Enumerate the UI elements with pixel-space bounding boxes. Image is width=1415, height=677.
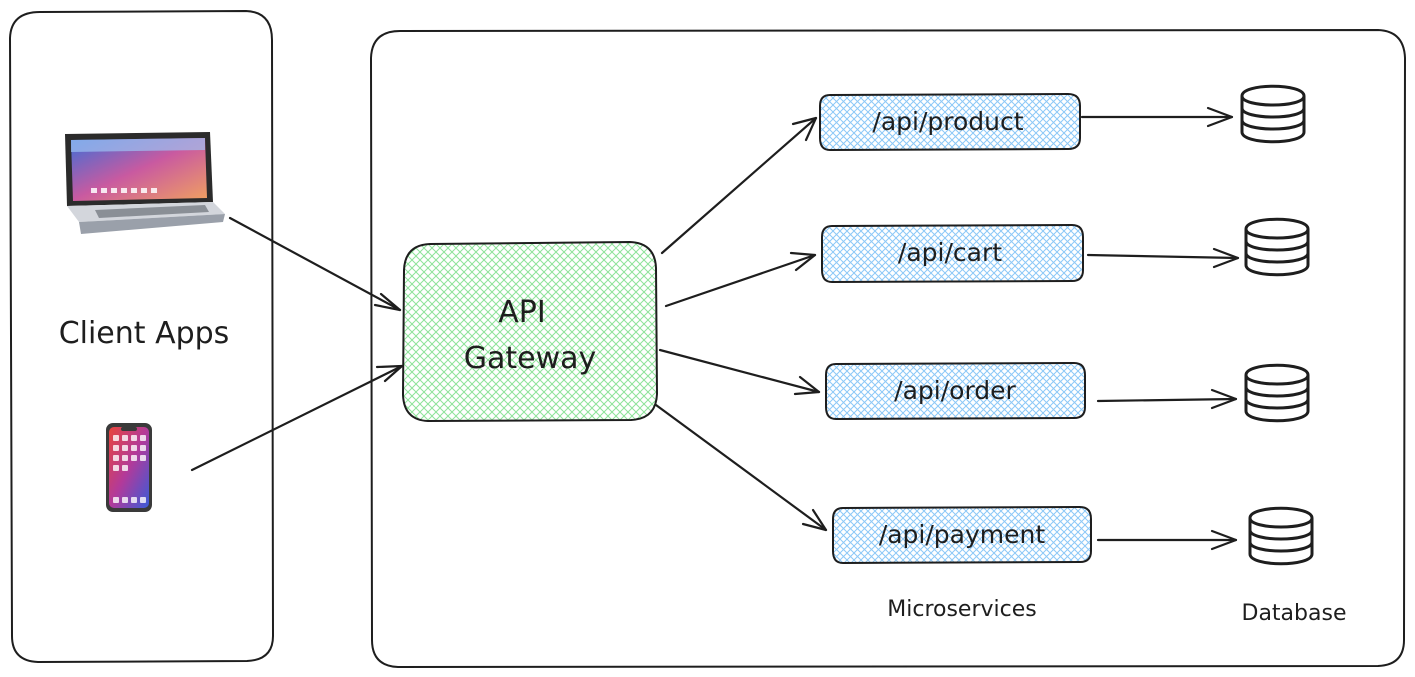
- service-box-order: /api/order: [825, 361, 1086, 421]
- database-icon-product: [1240, 84, 1306, 144]
- service-label-order: /api/order: [894, 376, 1016, 405]
- backend-panel: [369, 28, 1407, 669]
- database-icon-payment: [1248, 506, 1314, 566]
- arrow-gateway-to-cart: [664, 251, 817, 308]
- api-gateway-label-line1: API: [498, 295, 545, 330]
- arrow-gateway-to-payment: [654, 403, 828, 532]
- arrow-gateway-to-order: [658, 348, 821, 396]
- database-caption: Database: [1242, 601, 1347, 626]
- api-gateway-box: API Gateway: [401, 240, 659, 423]
- laptop-icon: [65, 132, 225, 234]
- service-box-product: /api/product: [819, 92, 1081, 152]
- phone-icon: [106, 423, 152, 512]
- arrow-cart-to-db: [1086, 247, 1240, 269]
- service-label-payment: /api/payment: [879, 520, 1046, 549]
- arrow-payment-to-db: [1096, 529, 1238, 551]
- service-box-cart: /api/cart: [821, 223, 1084, 284]
- client-apps-label: Client Apps: [59, 316, 230, 351]
- service-label-product: /api/product: [872, 107, 1023, 136]
- service-box-payment: /api/payment: [832, 505, 1092, 565]
- microservices-caption: Microservices: [887, 597, 1036, 622]
- api-gateway-label-line2: Gateway: [464, 341, 597, 376]
- arrow-product-to-db: [1080, 106, 1234, 128]
- service-label-cart: /api/cart: [898, 238, 1002, 267]
- arrow-laptop-to-gateway: [228, 216, 402, 312]
- database-icon-cart: [1244, 217, 1310, 277]
- arrow-gateway-to-product: [660, 116, 818, 255]
- database-icon-order: [1244, 363, 1310, 423]
- arrow-phone-to-gateway: [190, 364, 404, 472]
- client-apps-panel: [8, 9, 275, 664]
- arrow-order-to-db: [1096, 388, 1238, 410]
